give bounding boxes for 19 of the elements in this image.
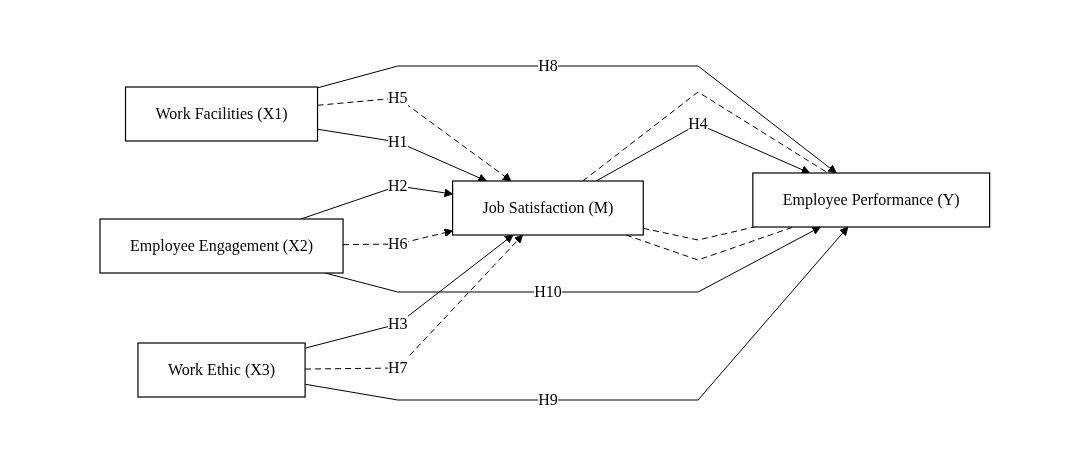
edge-label: H4 <box>688 115 708 132</box>
arrow <box>317 65 837 174</box>
node-box: Employee Performance (Y) <box>752 172 991 228</box>
node-box: Employee Engagement (X2) <box>99 218 344 274</box>
edge-label: H1 <box>388 133 408 150</box>
arrow <box>317 128 488 182</box>
node-box: Job Satisfaction (M) <box>452 180 645 236</box>
edge-label: H9 <box>538 391 558 408</box>
edge-label: H7 <box>388 359 408 376</box>
edge-label: H5 <box>388 89 408 106</box>
node-box: Work Ethic (X3) <box>137 342 306 398</box>
edge-label: H2 <box>388 177 408 194</box>
edge-label: H10 <box>534 283 562 300</box>
connector <box>582 91 829 182</box>
edge-label: H3 <box>388 315 408 332</box>
node-box: Work Facilities (X1) <box>125 86 319 142</box>
arrow <box>317 97 512 182</box>
edge-label: H6 <box>388 235 408 252</box>
edge-label: H8 <box>538 57 558 74</box>
